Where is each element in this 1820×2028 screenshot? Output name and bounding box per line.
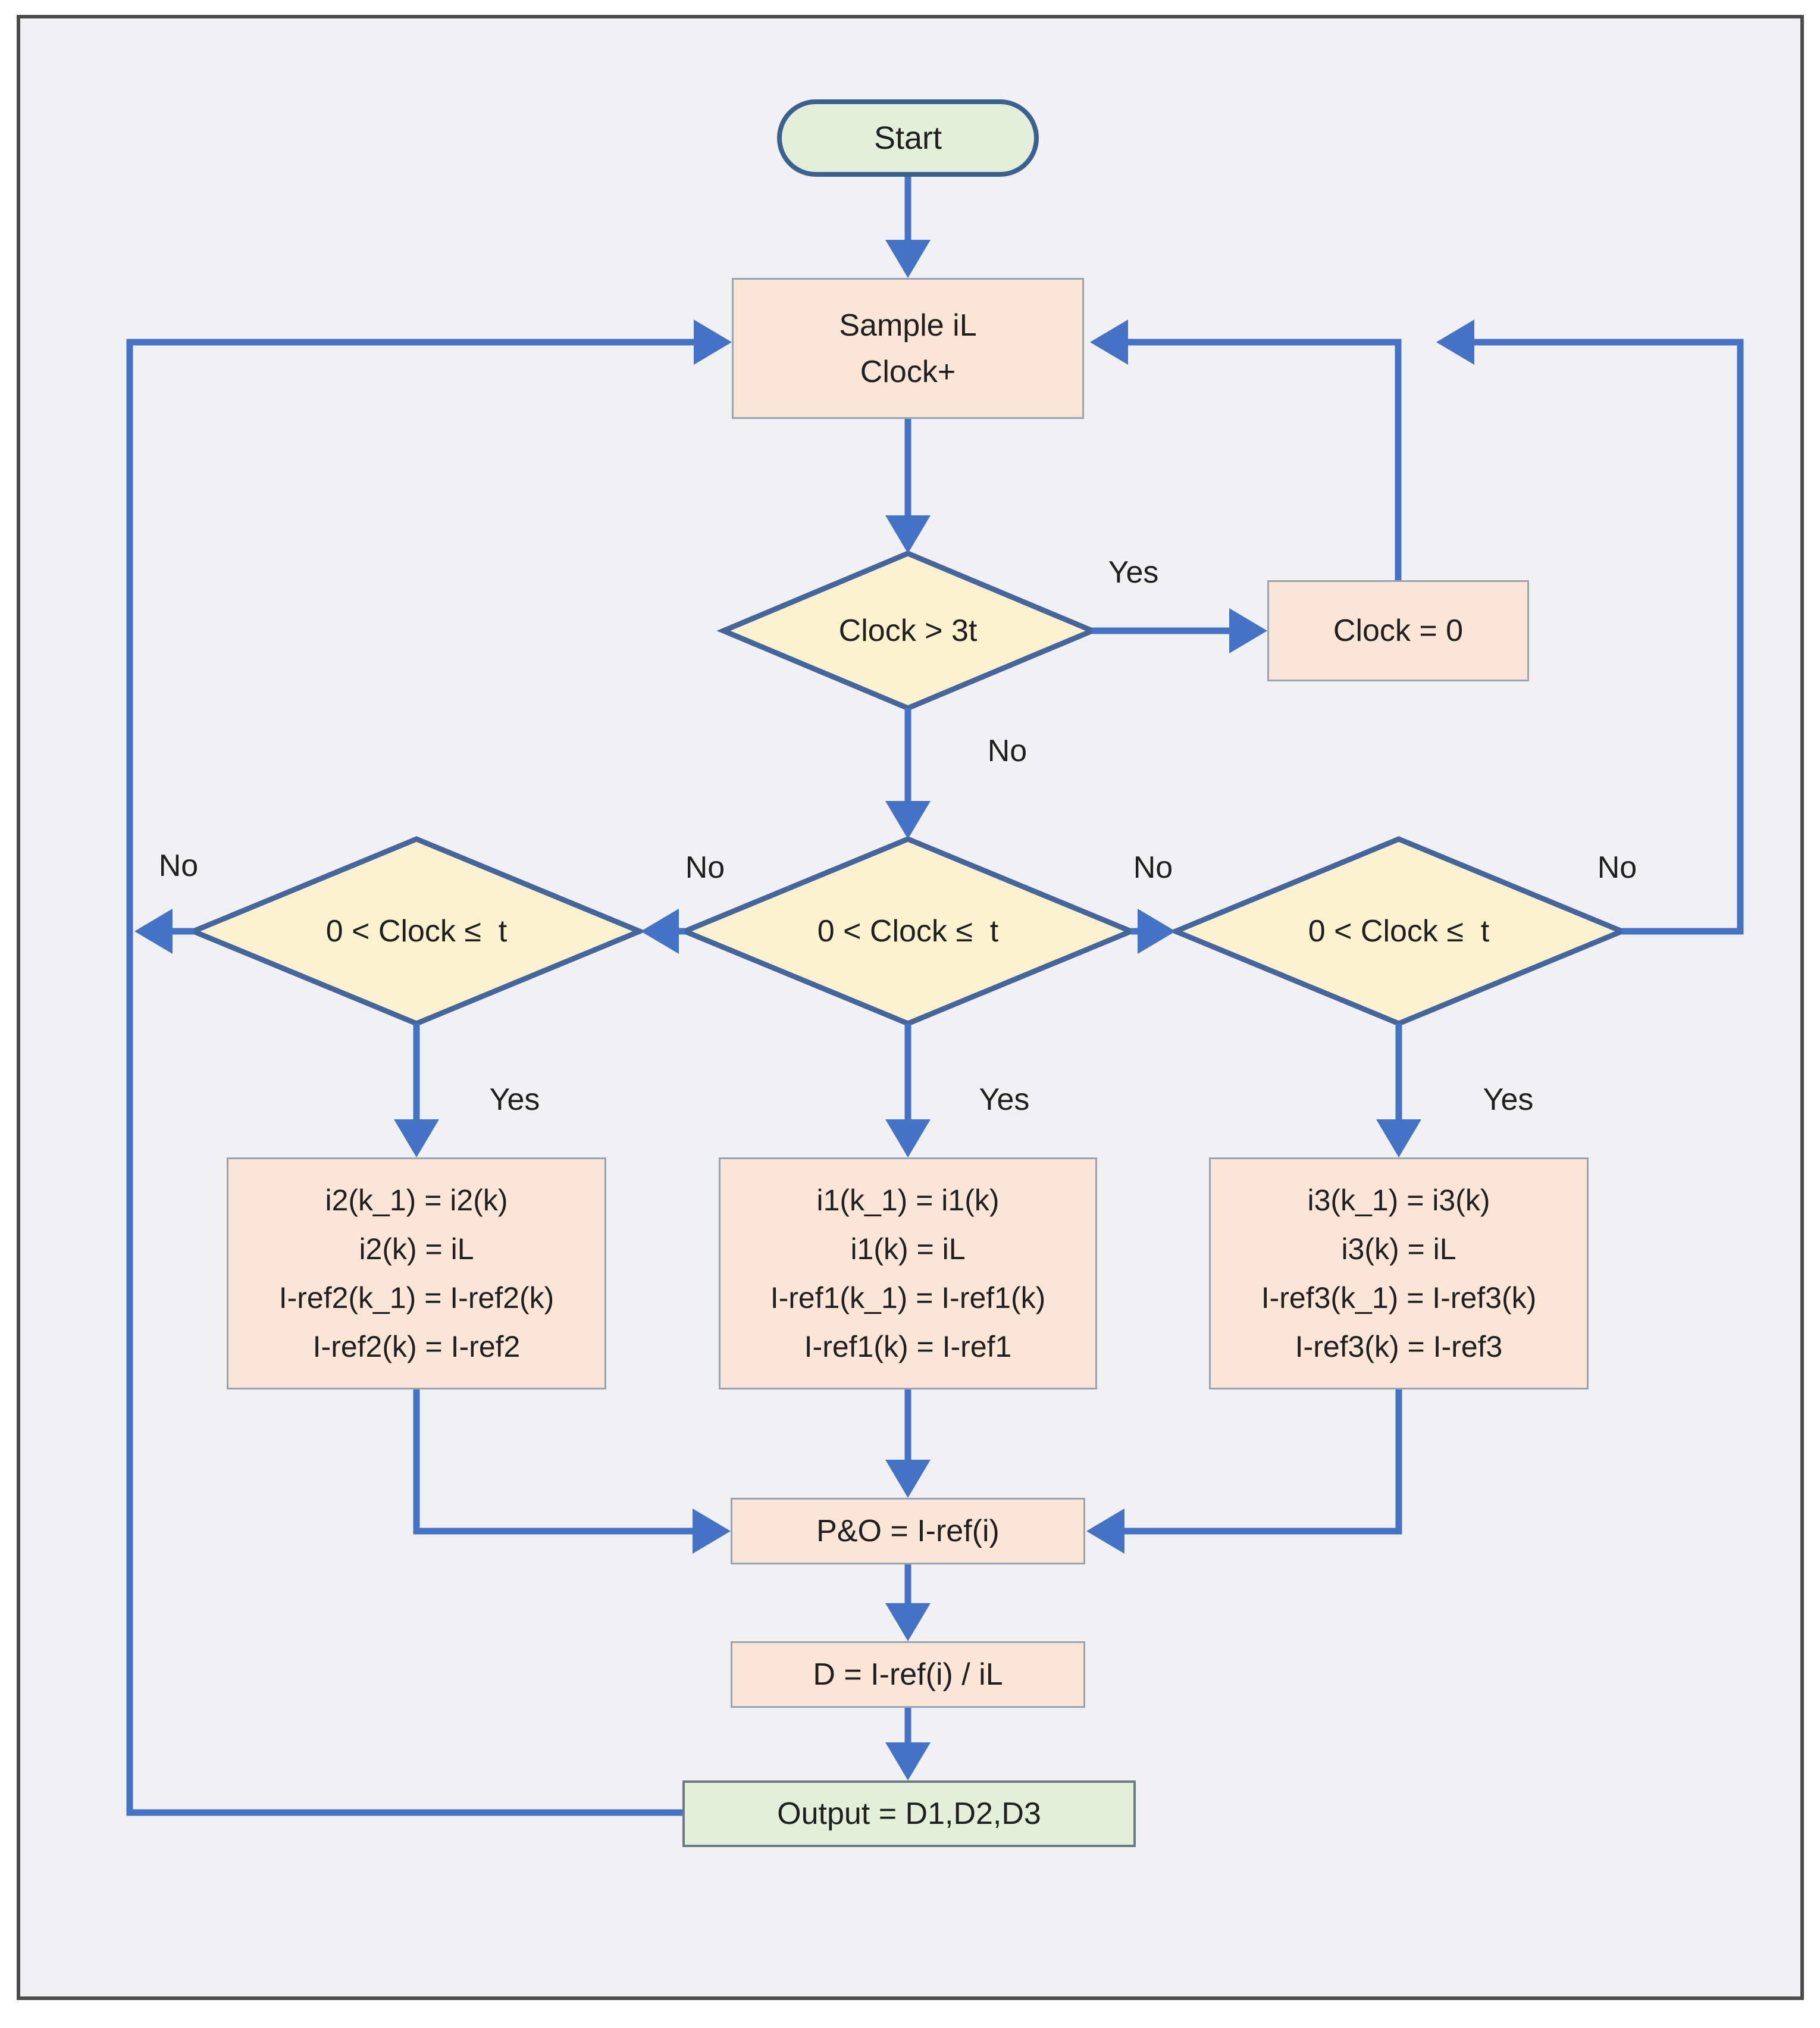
start-node: Start [777,99,1039,177]
phase2-update-line: I-ref2(k_1) = I-ref2(k) [278,1281,555,1315]
arrowhead-into-phase2-update [394,1119,439,1157]
phase3-no-label: No [1597,850,1637,885]
phase1-update-line: i1(k_1) = i1(k) [816,1184,1000,1217]
clock-reset-node: Clock = 0 [1267,580,1529,681]
phase1-no-left-label: No [685,850,725,885]
phase3-yes-label: Yes [1483,1082,1534,1117]
start-label: Start [873,120,942,156]
clock-reset-label: Clock = 0 [1333,614,1464,648]
arrowhead-into-output [885,1742,931,1780]
clock-check-label: Clock > 3t [838,614,978,648]
phase1-update-line: I-ref1(k_1) = I-ref1(k) [770,1281,1046,1315]
arrowhead-into-duty [885,1603,931,1641]
clock-check-no-label: No [987,734,1028,768]
edge-phase3-no-loop-to-sample [1474,339,1744,935]
output-label: Output = D1,D2,D3 [777,1797,1041,1831]
phase1-yes-label: Yes [979,1082,1030,1117]
phase2-yes-label: Yes [489,1082,540,1117]
phase2-update-line: i2(k) = iL [359,1232,474,1266]
arrowhead-into-phase1-update [885,1119,931,1157]
output-node: Output = D1,D2,D3 [682,1780,1136,1847]
po-node: P&O = I-ref(i) [731,1498,1085,1564]
arrowhead-into-sample-left [694,320,732,365]
phase1-update-line: i1(k) = iL [850,1232,966,1266]
phase3-check-label: 0 < Clock ≤ t [1308,914,1490,949]
edge-phase2-update-to-po [413,1389,693,1535]
arrowhead-into-phase3-check [1138,909,1176,954]
arrowhead-into-po-right [1086,1509,1124,1554]
arrowhead-into-clock-check [885,515,931,553]
sample-node: Sample iL Clock+ [732,278,1084,419]
phase1-update-line: I-ref1(k) = I-ref1 [804,1330,1012,1363]
edge-output-loop-to-sample [126,339,694,1816]
phase2-update-line: i2(k_1) = i2(k) [325,1184,508,1217]
phase2-update-line: I-ref2(k) = I-ref2 [312,1330,521,1363]
arrowhead-into-phase3-update [1376,1119,1421,1157]
arrowhead-into-clock-reset [1229,608,1267,653]
arrowhead-into-phase1-check [885,801,931,839]
sample-line2: Clock+ [860,354,956,389]
clock-check-yes-label: Yes [1108,555,1159,590]
edge-clock-reset-loop-to-sample [1128,339,1402,580]
phase3-update-line: i3(k_1) = i3(k) [1307,1184,1490,1217]
phase2-update-node: i2(k_1) = i2(k) i2(k) = iL I-ref2(k_1) =… [227,1157,606,1389]
phase1-update-node: i1(k_1) = i1(k) i1(k) = iL I-ref1(k_1) =… [719,1157,1097,1389]
duty-label: D = I-ref(i) / iL [813,1657,1003,1692]
phase1-check-label: 0 < Clock ≤ t [817,914,999,949]
duty-node: D = I-ref(i) / iL [731,1641,1085,1708]
po-label: P&O = I-ref(i) [816,1514,1000,1548]
sample-line1: Sample iL [839,308,977,343]
phase3-update-line: I-ref3(k_1) = I-ref3(k) [1261,1281,1537,1315]
phase2-check-label: 0 < Clock ≤ t [325,914,508,949]
edge-phase3-update-to-po [1124,1389,1402,1535]
arrowhead-into-po-top [885,1460,931,1498]
phase3-update-node: i3(k_1) = i3(k) i3(k) = iL I-ref3(k_1) =… [1209,1157,1589,1389]
arrowhead-into-sample-top [885,240,931,278]
arrowhead-into-sample-right [1090,320,1128,365]
phase2-no-label: No [158,849,199,883]
arrowhead-into-phase2-check [641,909,679,954]
arrowhead-into-po-left [693,1509,731,1554]
phase3-update-line: i3(k) = iL [1341,1232,1456,1266]
arrowhead-into-left-loop [134,909,173,954]
phase1-no-right-label: No [1133,850,1173,885]
phase3-update-line: I-ref3(k) = I-ref3 [1295,1330,1503,1363]
arrowhead-right-loop-merge [1436,320,1474,365]
